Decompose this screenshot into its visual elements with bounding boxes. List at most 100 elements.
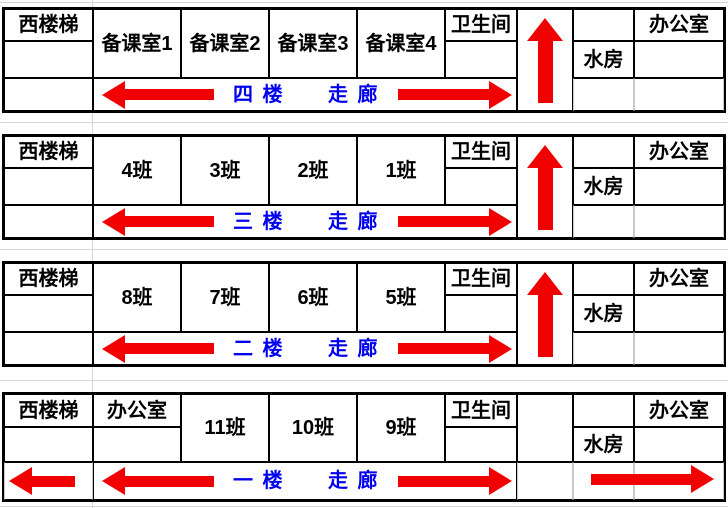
arrow-left-icon [102,80,214,109]
corridor-west-cell [4,332,93,365]
room-cell: 10班 [269,394,357,462]
empty-cell [445,427,517,462]
stairwell-column-cell [517,263,573,365]
room-cell: 3班 [181,136,269,205]
gridline-vertical [92,0,93,7]
empty-cell [4,41,93,78]
empty-cell [634,295,724,332]
gridline-vertical [92,113,93,134]
arrow-left-icon [102,334,214,363]
empty-cell [4,295,93,332]
corridor-floor-label: 二 楼 [233,337,285,360]
empty-cell [573,205,634,238]
empty-cell [573,9,634,41]
room-cell: 4班 [93,136,181,205]
room-cell: 备课室2 [181,9,269,78]
arrow-right-icon [398,207,512,236]
room-cell: 备课室3 [269,9,357,78]
corridor-word-label: 走 廊 [328,337,380,360]
empty-cell [634,78,724,111]
room-cell: 11班 [181,394,269,462]
empty-cell [517,462,573,500]
empty-cell [445,295,517,332]
empty-cell [573,263,634,295]
office-cell: 办公室 [634,263,724,295]
corridor-word-label: 走 廊 [328,83,380,106]
room-cell: 6班 [269,263,357,332]
corridor-cell: 四 楼 走 廊 [93,78,517,111]
water-room-cell: 水房 [573,41,634,78]
corridor-word-label: 走 廊 [328,210,380,233]
floor-3-block: 西楼梯 4班 3班 2班 1班 卫生间 三 楼 走 廊 水房 办公室 [2,134,726,240]
empty-cell [573,332,634,365]
office-cell: 办公室 [93,394,181,427]
water-room-cell: 水房 [573,427,634,462]
gridline-horizontal [0,2,728,3]
arrow-right-icon [398,80,512,109]
empty-cell [4,168,93,205]
corridor-word-label: 走 廊 [328,470,380,492]
gridline-vertical [92,502,93,508]
gridline-horizontal [0,249,728,250]
office-cell: 办公室 [634,394,724,427]
empty-cell [573,394,634,427]
stairwell-column-cell [517,136,573,238]
west-stairs-cell: 西楼梯 [4,394,93,427]
empty-cell [93,427,181,462]
corridor-cell: 一 楼 走 廊 [93,462,517,500]
west-stairs-cell: 西楼梯 [4,263,93,295]
empty-cell [445,41,517,78]
corridor-west-exit-cell [4,462,93,500]
room-cell: 9班 [357,394,445,462]
gridline-horizontal [0,380,728,381]
toilet-cell: 卫生间 [445,394,517,427]
arrow-left-icon [102,207,214,236]
water-room-cell: 水房 [573,168,634,205]
corridor-west-cell [4,78,93,111]
floor-1-block: 西楼梯 办公室 11班 10班 9班 卫生间 一 楼 走 廊 水房 办公室 [2,392,726,502]
floor-2-block: 西楼梯 8班 7班 6班 5班 卫生间 二 楼 走 廊 水房 办公室 [2,261,726,367]
room-cell: 7班 [181,263,269,332]
arrow-up-icon [527,272,563,357]
arrow-right-icon [591,465,714,493]
corridor-cell: 二 楼 走 廊 [93,332,517,365]
room-cell: 5班 [357,263,445,332]
empty-cell [634,427,724,462]
room-cell: 2班 [269,136,357,205]
empty-cell [634,332,724,365]
arrow-up-icon [527,18,563,103]
arrow-left-icon [9,467,75,495]
arrow-right-icon [398,334,512,363]
gridline-vertical [92,367,93,392]
arrow-right-icon [398,467,512,495]
room-cell: 1班 [357,136,445,205]
toilet-cell: 卫生间 [445,9,517,41]
gridline-horizontal [0,122,728,123]
empty-cell [4,427,93,462]
west-stairs-cell: 西楼梯 [4,136,93,168]
arrow-up-icon [527,145,563,230]
stairwell-column-cell [517,394,573,462]
water-room-cell: 水房 [573,295,634,332]
room-cell: 备课室4 [357,9,445,78]
arrow-left-icon [102,467,214,495]
office-cell: 办公室 [634,9,724,41]
empty-cell [445,168,517,205]
office-cell: 办公室 [634,136,724,168]
toilet-cell: 卫生间 [445,263,517,295]
floor-4-block: 西楼梯 备课室1 备课室2 备课室3 备课室4 卫生间 四 楼 走 廊 水房 办… [2,7,726,113]
corridor-west-cell [4,205,93,238]
empty-cell [573,136,634,168]
stairwell-column-cell [517,9,573,111]
empty-cell [634,205,724,238]
corridor-floor-label: 四 楼 [233,83,285,106]
west-stairs-cell: 西楼梯 [4,9,93,41]
empty-cell [634,41,724,78]
corridor-cell: 三 楼 走 廊 [93,205,517,238]
gridline-vertical [92,240,93,261]
room-cell: 备课室1 [93,9,181,78]
corridor-floor-label: 三 楼 [233,210,285,233]
empty-cell [573,78,634,111]
toilet-cell: 卫生间 [445,136,517,168]
